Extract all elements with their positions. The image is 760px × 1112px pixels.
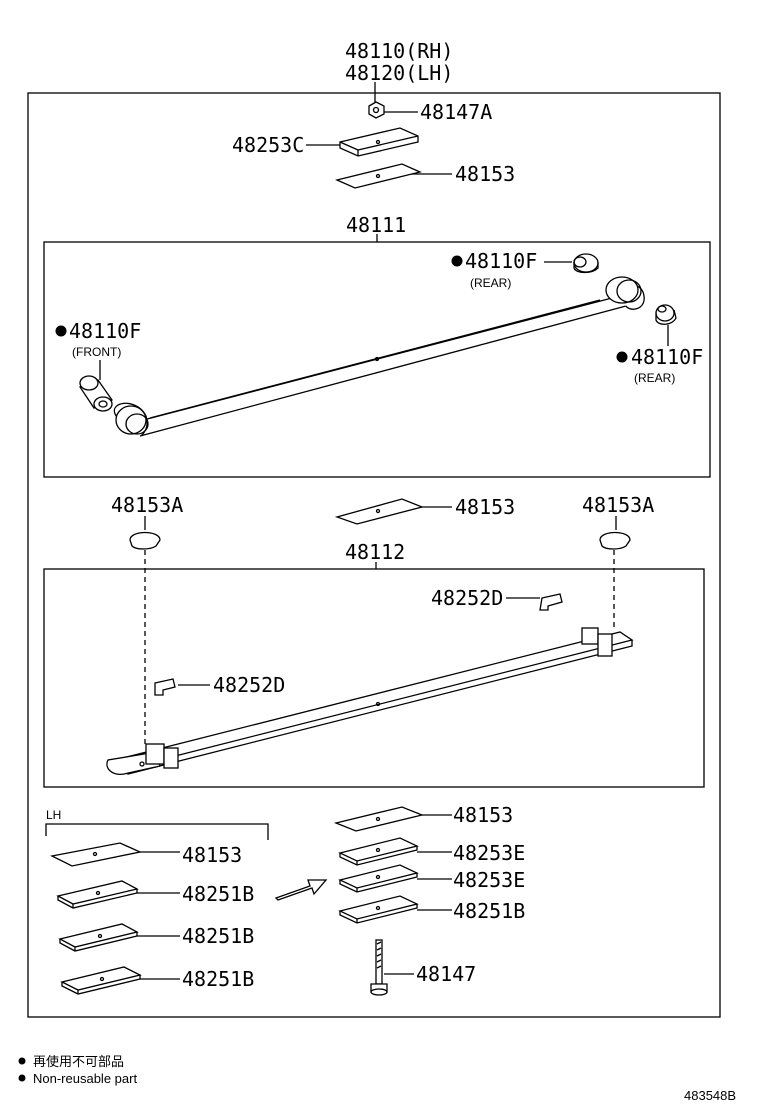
outer-frame — [27, 92, 721, 1018]
assembly-lh-label: 48120(LH) — [345, 61, 453, 85]
part-label-plate-top: 48253C — [232, 133, 304, 157]
part-label-lh-pad: 48153 — [182, 843, 242, 867]
part-label-pad-middle: 48153 — [455, 495, 515, 519]
plate-48253c-icon — [339, 127, 419, 157]
part-label-bushing-rear-upper: 48110F — [465, 249, 537, 273]
rh-plate-3-icon — [338, 895, 419, 924]
part-label-cap-left: 48153A — [111, 493, 183, 517]
part-label-lh-plate-2: 48251B — [182, 924, 254, 948]
bushing-front-icon — [79, 375, 113, 412]
rh-plate-2-icon — [338, 864, 419, 893]
leaf-second-frame — [43, 568, 705, 788]
part-label-leaf-second: 48112 — [345, 540, 405, 564]
rh-pad-icon — [333, 806, 425, 832]
part-label-leaf-main: 48111 — [346, 213, 406, 237]
part-label-cap-right: 48153A — [582, 493, 654, 517]
part-label-pad-top: 48153 — [455, 162, 515, 186]
lh-plate-1-icon — [56, 880, 139, 909]
pad-top-icon — [335, 163, 422, 189]
bullet-icon — [18, 1057, 26, 1065]
part-label-rh-plate-3: 48251B — [453, 899, 525, 923]
rh-plate-1-icon — [338, 837, 419, 866]
nut-icon — [368, 101, 385, 119]
leaf-spring-main-icon — [113, 276, 645, 437]
diagram-code: 483548B — [684, 1088, 736, 1103]
bushing-rear-upper-icon — [573, 253, 599, 274]
part-label-bolt: 48147 — [416, 962, 476, 986]
bullet-icon — [55, 325, 67, 337]
lh-pad-icon — [49, 842, 143, 867]
lh-plate-3-icon — [60, 966, 142, 995]
lh-plate-2-icon — [58, 923, 139, 952]
part-label-lh-plate-3: 48251B — [182, 967, 254, 991]
cap-left-icon — [129, 531, 161, 550]
clip-left-icon — [154, 678, 176, 696]
arrow-right-icon — [274, 879, 328, 901]
pad-middle-icon — [334, 498, 425, 525]
lh-label: LH — [46, 808, 61, 822]
part-label-lh-plate-1: 48251B — [182, 882, 254, 906]
part-label-rh-pad: 48153 — [453, 803, 513, 827]
part-label-nut-top: 48147A — [420, 100, 492, 124]
part-label-rh-plate-1: 48253E — [453, 841, 525, 865]
note-bushing-rear-upper: (REAR) — [470, 276, 511, 290]
bullet-icon — [18, 1074, 26, 1082]
legend-jp: 再使用不可部品 — [33, 1054, 124, 1069]
cap-right-icon — [599, 531, 631, 550]
legend-en: Non-reusable part — [33, 1071, 137, 1086]
part-label-clip-left: 48252D — [213, 673, 285, 697]
assembly-rh-label: 48110(RH) — [345, 39, 453, 63]
part-label-bushing-rear-lower: 48110F — [631, 345, 703, 369]
leaf-spring-second-icon — [106, 627, 634, 775]
clip-right-icon — [539, 593, 563, 611]
part-label-clip-right: 48252D — [431, 586, 503, 610]
note-bushing-front: (FRONT) — [72, 345, 121, 359]
part-label-rh-plate-2: 48253E — [453, 868, 525, 892]
part-label-bushing-front: 48110F — [69, 319, 141, 343]
bullet-icon — [616, 351, 628, 363]
bushing-rear-lower-icon — [655, 304, 677, 325]
bolt-icon — [370, 939, 388, 996]
bullet-icon — [451, 255, 463, 267]
note-bushing-rear-lower: (REAR) — [634, 371, 675, 385]
